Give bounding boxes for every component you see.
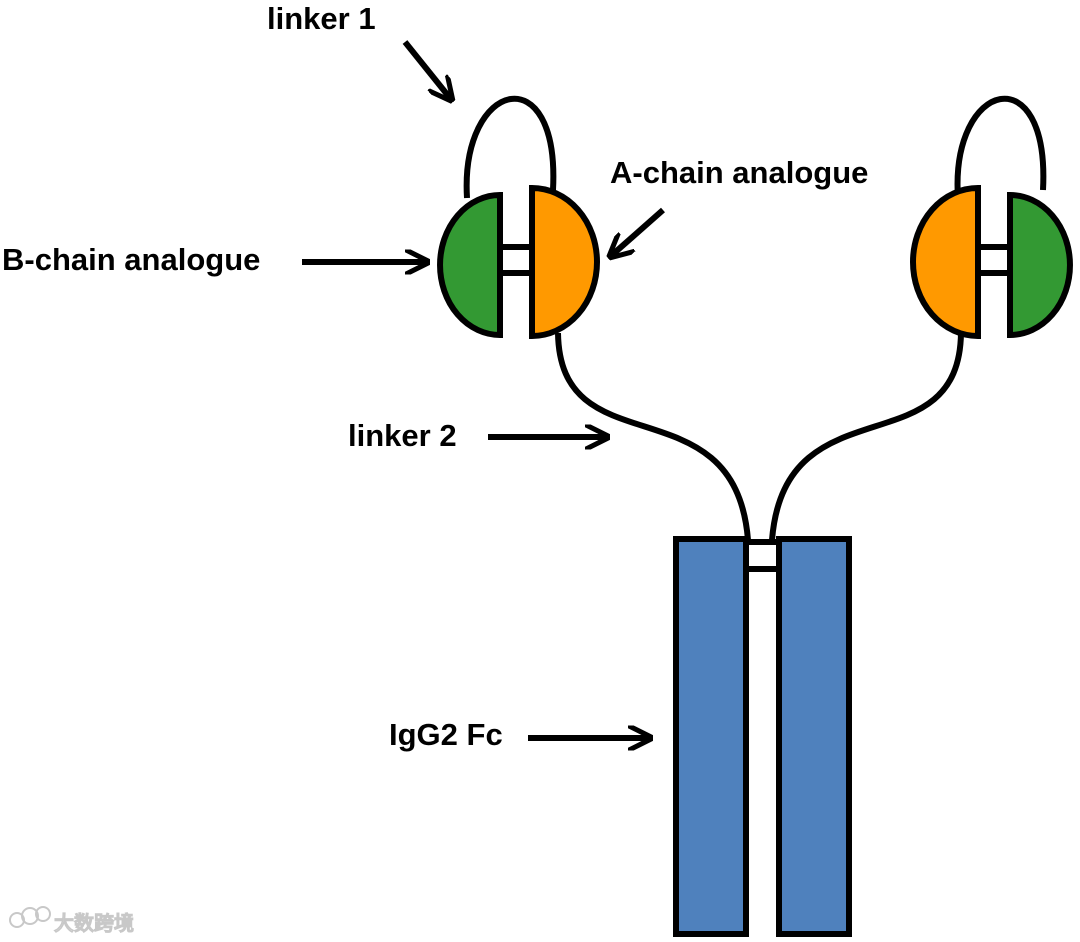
watermark: 大数跨境: [9, 906, 134, 935]
fc-chain-right: [776, 536, 852, 937]
arrow-linker-1: [402, 40, 450, 98]
linker-1-loop-left: [463, 95, 557, 199]
arrow-a-chain: [612, 207, 665, 255]
callout-arrows: [302, 40, 665, 738]
a-chain-analogue-left: [529, 184, 600, 340]
linker-2-right: [769, 332, 964, 541]
watermark-text: 大数跨境: [54, 911, 134, 935]
igg2-fc-domain: [673, 536, 852, 937]
b-chain-analogue-right: [1007, 191, 1073, 339]
label-igg2-fc: IgG2 Fc: [389, 717, 503, 752]
label-linker-2: linker 2: [348, 418, 457, 453]
b-chain-analogue-left: [437, 191, 503, 339]
linker-2-curves: [555, 332, 964, 541]
right-insulin-analogue: [910, 95, 1073, 340]
label-linker-1: linker 1: [267, 1, 376, 36]
fc-chain-left: [673, 536, 749, 937]
fc-hinge-disulfide: [743, 539, 782, 572]
left-insulin-analogue: [437, 95, 600, 340]
linker-2-left: [555, 332, 751, 541]
label-a-chain-analogue: A-chain analogue: [610, 155, 868, 190]
linker-1-loop-right: [954, 95, 1047, 199]
label-b-chain-analogue: B-chain analogue: [2, 242, 260, 277]
a-chain-analogue-right: [910, 184, 981, 340]
disulfide-bridge-left: [497, 244, 535, 276]
watermark-logo-icon: [9, 906, 51, 928]
disulfide-bridge-right: [975, 244, 1013, 276]
